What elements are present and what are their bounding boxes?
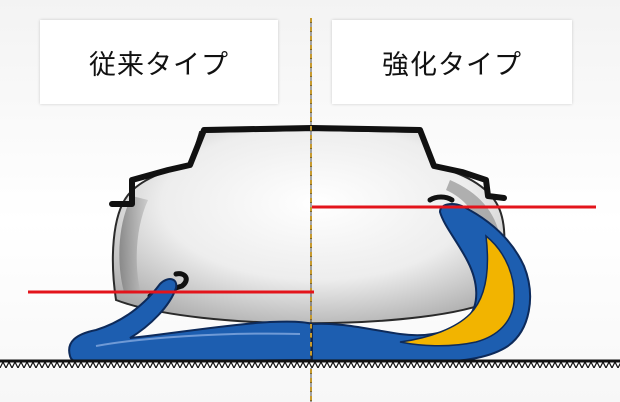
left-sidewall-shade: [119, 196, 148, 292]
label-reinforced-text: 強化タイプ: [382, 49, 522, 81]
ground-surface: [0, 360, 620, 368]
label-reinforced-type: 強化タイプ: [332, 20, 572, 104]
label-conventional-text: 従来タイプ: [89, 49, 229, 81]
right-rim-flange: [427, 194, 455, 203]
left-rim-flange: [147, 271, 189, 299]
label-conventional-type: 従来タイプ: [40, 20, 278, 104]
reinforcement-insert: [399, 234, 515, 347]
left-tire-inner-line: [95, 332, 301, 347]
